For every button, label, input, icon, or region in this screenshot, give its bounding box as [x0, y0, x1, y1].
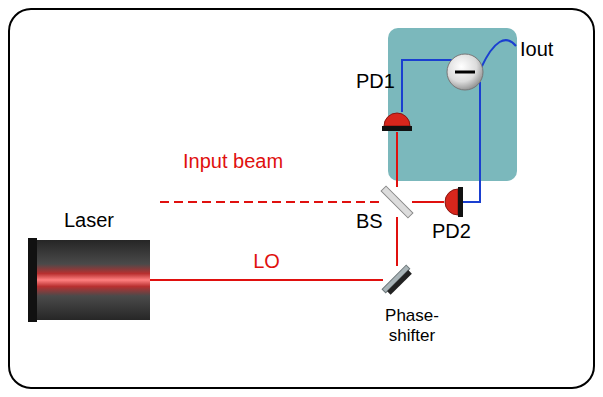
- beam-splitter: BS: [382, 187, 412, 217]
- subtractor-symbol: [447, 54, 483, 90]
- frame: [9, 9, 594, 388]
- signal-wire: [463, 82, 480, 202]
- beam-label: Input beam: [183, 150, 283, 173]
- phase-shifter-mirror: Phase- shifter: [383, 266, 411, 294]
- photodiode: PD2: [444, 187, 464, 217]
- beam-path: [396, 217, 398, 266]
- phase-shifter-mirror-shape: [383, 266, 411, 294]
- node-label: Phase- shifter: [372, 306, 452, 345]
- diode-dome: [445, 189, 458, 215]
- signal-name: Iout: [520, 38, 553, 61]
- splitter-plate: [381, 186, 413, 218]
- diode-dome: [384, 113, 410, 126]
- beam-path: [396, 132, 398, 187]
- detector-panel: [388, 28, 517, 181]
- diode-base: [458, 187, 463, 217]
- node-label: PD2: [432, 220, 478, 243]
- minus-symbol: [455, 71, 475, 74]
- laser-backplate: [28, 238, 37, 322]
- photodiode-shape: [380, 110, 414, 132]
- node-label: PD1: [356, 70, 400, 93]
- beam-path: [150, 279, 383, 281]
- node-label: BS: [356, 210, 386, 233]
- beam-splitter-shape: [382, 187, 412, 217]
- output-wire: [481, 40, 516, 68]
- laser-source-shape: [28, 240, 150, 320]
- photodiode-shape: [444, 187, 464, 217]
- node-label: Laser: [28, 209, 150, 232]
- photodiode: PD1: [380, 110, 414, 132]
- mirror-mount: [387, 270, 412, 295]
- laser-body: [36, 240, 150, 320]
- beam-path: [412, 201, 444, 203]
- laser-source: Laser: [28, 240, 150, 320]
- signal-wire: [402, 60, 452, 112]
- input-beam-line: [160, 201, 382, 203]
- beam-label: LO: [253, 250, 280, 273]
- diode-base: [382, 126, 412, 131]
